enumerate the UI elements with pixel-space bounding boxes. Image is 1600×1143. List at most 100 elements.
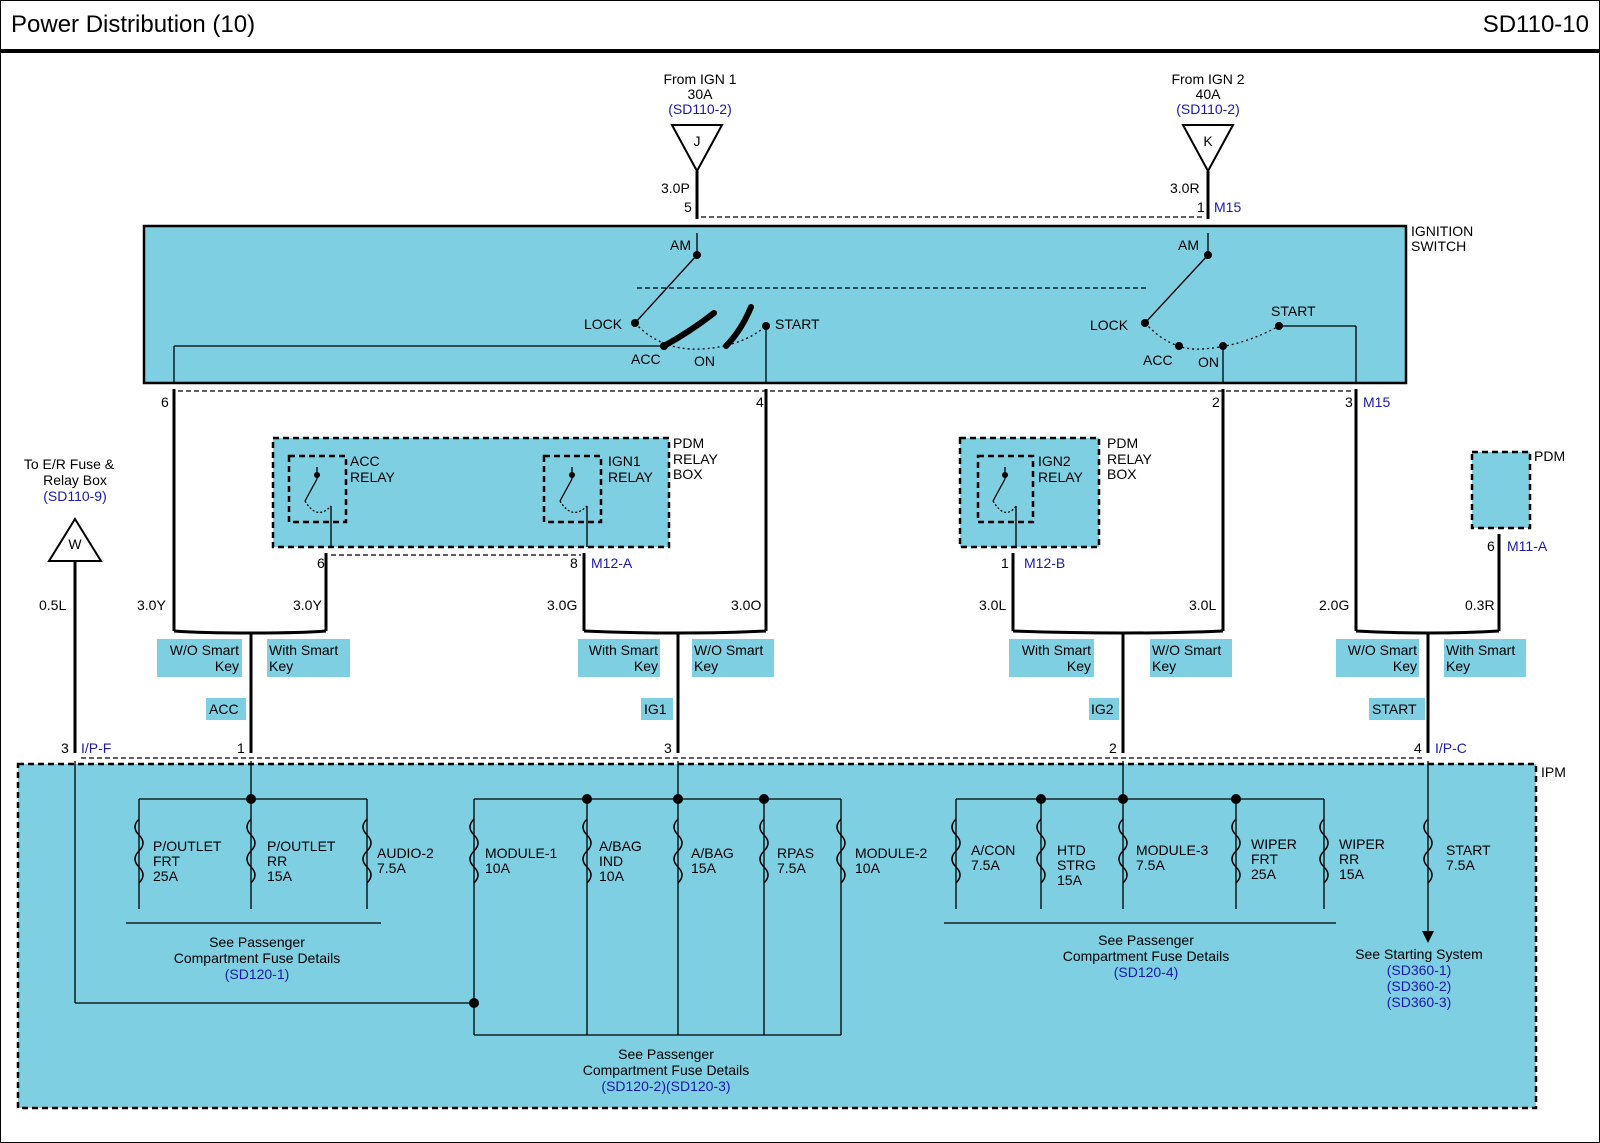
wire-label-3: 3.0G [547, 597, 577, 613]
page-title: Power Distribution (10) [11, 11, 256, 38]
option-5-label-1: With Smart [1022, 642, 1091, 658]
ign2-marker-label: K [1203, 133, 1213, 149]
note-3-ref-link[interactable]: (SD120-4) [1114, 964, 1179, 980]
fuse-0-line-1: P/OUTLET [153, 838, 222, 854]
note-1-line-1: See Passenger [209, 934, 305, 950]
ign-switch-connector[interactable]: M15 [1363, 394, 1390, 410]
ipm-pin-ig1: 3 [664, 740, 672, 756]
pdm-box [1470, 450, 1532, 530]
wire-label-8: 0.3R [1465, 597, 1495, 613]
ign2-connector-label[interactable]: M15 [1214, 199, 1241, 215]
note-4-ref-3[interactable]: (SD360-3) [1387, 994, 1452, 1010]
left-on-label: ON [694, 353, 715, 369]
ign1-relay-label-2: RELAY [608, 469, 654, 485]
fuse-2-line-1: AUDIO-2 [377, 845, 434, 861]
left-acc-label: ACC [631, 351, 661, 367]
circuit-acc-label: ACC [209, 701, 239, 717]
pdm-label: PDM [1534, 448, 1565, 464]
pdm-relay-box-a [271, 436, 671, 549]
ign1-amp-label: 30A [688, 86, 714, 102]
wiring [73, 171, 1501, 753]
fuse-10-line-1: MODULE-3 [1136, 842, 1209, 858]
wire-label-1: 3.0Y [137, 597, 166, 613]
pdm-box-a-pin-8: 8 [570, 555, 578, 571]
fuse-9-line-3: 15A [1057, 872, 1083, 888]
note-4-ref-2[interactable]: (SD360-2) [1387, 978, 1452, 994]
fuse-12-line-2: RR [1339, 851, 1359, 867]
pdm-box-a-connector[interactable]: M12-A [591, 555, 633, 571]
left-am-label: AM [670, 237, 691, 253]
ign2-source-marker [1181, 124, 1235, 174]
pdm-connector[interactable]: M11-A [1507, 538, 1548, 554]
acc-relay-label-1: ACC [350, 453, 380, 469]
pdm-box-b-label-3: BOX [1107, 466, 1137, 482]
er-box-marker-label: W [68, 536, 82, 552]
ign2-pin-label: 1 [1197, 199, 1205, 215]
option-6-label-1: W/O Smart [1152, 642, 1221, 658]
option-1-label-1: W/O Smart [170, 642, 239, 658]
splice-dots [246, 251, 1283, 1008]
fuse-7-line-1: MODULE-2 [855, 845, 928, 861]
fuse-0-line-2: FRT [153, 853, 180, 869]
er-box-label-2: Relay Box [43, 472, 107, 488]
left-start-label: START [775, 316, 820, 332]
fuse-1-line-3: 15A [267, 868, 293, 884]
fuse-11-line-3: 25A [1251, 866, 1277, 882]
ign1-ref-link[interactable]: (SD110-2) [668, 101, 732, 117]
note-2-line-2: Compartment Fuse Details [583, 1062, 750, 1078]
wire-label-7: 2.0G [1319, 597, 1349, 613]
option-1-label-2: Key [215, 658, 239, 674]
ipm-connector-ipc[interactable]: I/P-C [1435, 740, 1467, 756]
right-start-label: START [1271, 303, 1316, 319]
ign2-wire-label: 3.0R [1170, 180, 1200, 196]
fuse-1-line-2: RR [267, 853, 287, 869]
pdm-box-a-pin-6: 6 [317, 555, 325, 571]
fuse-9-line-1: HTD [1057, 842, 1086, 858]
left-lock-label: LOCK [584, 316, 623, 332]
note-3-line-2: Compartment Fuse Details [1063, 948, 1230, 964]
note-2-line-1: See Passenger [618, 1046, 714, 1062]
note-2-ref-link[interactable]: (SD120-2)(SD120-3) [601, 1078, 730, 1094]
fuse-9-line-2: STRG [1057, 857, 1096, 873]
right-acc-label: ACC [1143, 352, 1173, 368]
note-4-ref-1[interactable]: (SD360-1) [1387, 962, 1452, 978]
ign-switch-pin-2: 2 [1212, 394, 1220, 410]
note-4-line-1: See Starting System [1355, 946, 1483, 962]
wire-label-2: 3.0Y [293, 597, 322, 613]
ipm-connector-ipf[interactable]: I/P-F [81, 740, 111, 756]
fuse-2-line-2: 7.5A [377, 860, 406, 876]
ign2-from-label: From IGN 2 [1171, 71, 1244, 87]
ignition-bar-right [723, 304, 754, 349]
er-box-wire-label: 0.5L [39, 597, 66, 613]
fuse-13-line-2: 7.5A [1446, 857, 1475, 873]
fuse-8-line-2: 7.5A [971, 857, 1000, 873]
ipm-pin-ig2: 2 [1109, 740, 1117, 756]
ign1-source-marker [670, 124, 724, 174]
fuse-11-line-2: FRT [1251, 851, 1278, 867]
pdm-box-b-pin: 1 [1001, 555, 1009, 571]
fuse-11-line-1: WIPER [1251, 836, 1297, 852]
fuse-6-line-2: 7.5A [777, 860, 806, 876]
circuit-ig1-label: IG1 [644, 701, 667, 717]
ignition-bar-left [661, 310, 717, 349]
ign1-wire-label: 3.0P [661, 180, 690, 196]
ign1-from-label: From IGN 1 [663, 71, 736, 87]
option-2-label-2: Key [269, 658, 293, 674]
note-1-ref-link[interactable]: (SD120-1) [225, 966, 290, 982]
option-7-label-2: Key [1393, 658, 1417, 674]
wire-label-4: 3.0O [731, 597, 761, 613]
pdm-box-b-connector[interactable]: M12-B [1024, 555, 1065, 571]
circuit-start-label: START [1372, 701, 1417, 717]
fuse-12-line-1: WIPER [1339, 836, 1385, 852]
fuse-12-line-3: 15A [1339, 866, 1365, 882]
er-box-ref-link[interactable]: (SD110-9) [43, 488, 107, 504]
right-on-label: ON [1198, 354, 1219, 370]
connector-links [81, 216, 1425, 759]
ipm-pin-ipc: 4 [1414, 740, 1422, 756]
option-4-label-1: W/O Smart [694, 642, 763, 658]
fuse-8-line-1: A/CON [971, 842, 1015, 858]
option-6-label-2: Key [1152, 658, 1176, 674]
fuse-1-line-1: P/OUTLET [267, 838, 336, 854]
ign2-ref-link[interactable]: (SD110-2) [1176, 101, 1240, 117]
